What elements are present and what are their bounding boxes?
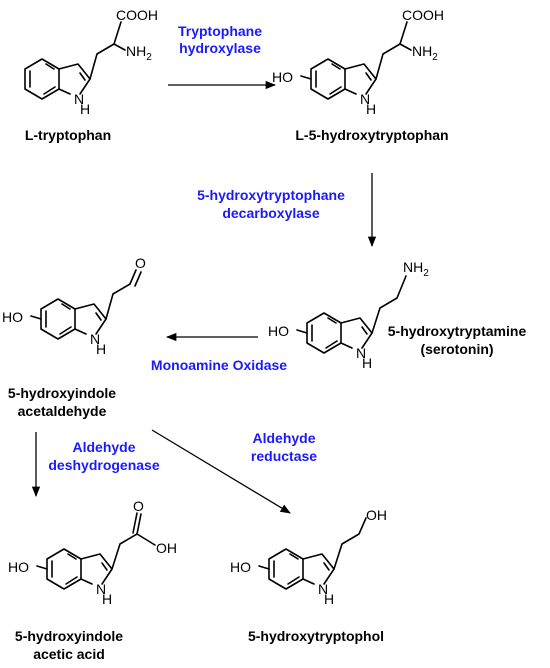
compound-name-l-tryptophan: L-tryptophan bbox=[25, 127, 111, 143]
compound-name-hiaa-line2: acetic acid bbox=[33, 646, 105, 662]
amine-label: NH2 bbox=[403, 259, 429, 279]
enzyme-aadc-line2: decarboxylase bbox=[222, 205, 319, 221]
molecule-l-tryptophan: COOH NH2 N H bbox=[24, 7, 158, 117]
acid-oh-label: OH bbox=[156, 540, 177, 556]
enzyme-ar-line1: Aldehyde bbox=[252, 430, 315, 446]
alcohol-oh-label: OH bbox=[366, 507, 387, 523]
enzyme-aldh-line1: Aldehyde bbox=[72, 439, 135, 455]
indole-h-label: H bbox=[362, 355, 372, 371]
compound-name-5-hydroxytryptophol: 5-hydroxytryptophol bbox=[248, 628, 384, 644]
arrow-aldehyde-reduction bbox=[151, 429, 291, 514]
molecule-l-5-hydroxytryptophan: HO COOH NH2 N H bbox=[272, 7, 444, 117]
cooh-label: COOH bbox=[402, 7, 444, 23]
indole-n-label: N bbox=[96, 581, 106, 597]
indole-n-label: N bbox=[356, 345, 366, 361]
enzyme-tph-line1: Tryptophane bbox=[178, 23, 262, 39]
enzyme-tph-line2: hydroxylase bbox=[179, 40, 261, 56]
compound-name-hiald-line1: 5-hydroxyindole bbox=[8, 385, 116, 401]
hydroxyl-label: HO bbox=[268, 323, 289, 339]
hydroxyl-label: HO bbox=[8, 559, 29, 575]
indole-h-label: H bbox=[102, 591, 112, 607]
carbonyl-o-label: O bbox=[135, 255, 146, 271]
cooh-label: COOH bbox=[116, 7, 158, 23]
compound-name-hiald-line2: acetaldehyde bbox=[18, 403, 107, 419]
compound-name-l-5-hydroxytryptophan: L-5-hydroxytryptophan bbox=[295, 127, 448, 143]
indole-n-label: N bbox=[74, 91, 84, 107]
molecule-5-hydroxyindole-acetaldehyde: HO O N H bbox=[2, 255, 146, 357]
indole-n-label: N bbox=[90, 331, 100, 347]
compound-name-serotonin-line2: (serotonin) bbox=[420, 341, 493, 357]
enzyme-aldh-line2: deshydrogenase bbox=[48, 457, 159, 473]
indole-h-label: H bbox=[80, 101, 90, 117]
enzyme-ar-line2: reductase bbox=[251, 448, 317, 464]
hydroxyl-label: HO bbox=[230, 559, 251, 575]
indole-h-label: H bbox=[96, 341, 106, 357]
amine-label: NH2 bbox=[126, 43, 152, 63]
enzyme-mao: Monoamine Oxidase bbox=[151, 357, 287, 373]
indole-n-label: N bbox=[318, 581, 328, 597]
hydroxyl-label: HO bbox=[272, 69, 293, 85]
indole-n-label: N bbox=[360, 91, 370, 107]
compound-name-hiaa-line1: 5-hydroxyindole bbox=[15, 628, 123, 644]
amine-label: NH2 bbox=[412, 43, 438, 63]
indole-h-label: H bbox=[366, 101, 376, 117]
molecule-serotonin: HO NH2 N H bbox=[268, 259, 429, 371]
indole-h-label: H bbox=[324, 591, 334, 607]
enzyme-aadc-line1: 5-hydroxytryptophane bbox=[197, 187, 345, 203]
hydroxyl-label: HO bbox=[2, 309, 23, 325]
molecule-5-hydroxyindole-acetic-acid: HO O OH N H bbox=[8, 498, 177, 607]
molecule-5-hydroxytryptophol: HO OH N H bbox=[230, 507, 387, 607]
carbonyl-o-label: O bbox=[133, 498, 144, 514]
compound-name-serotonin-line1: 5-hydroxytryptamine bbox=[388, 323, 527, 339]
